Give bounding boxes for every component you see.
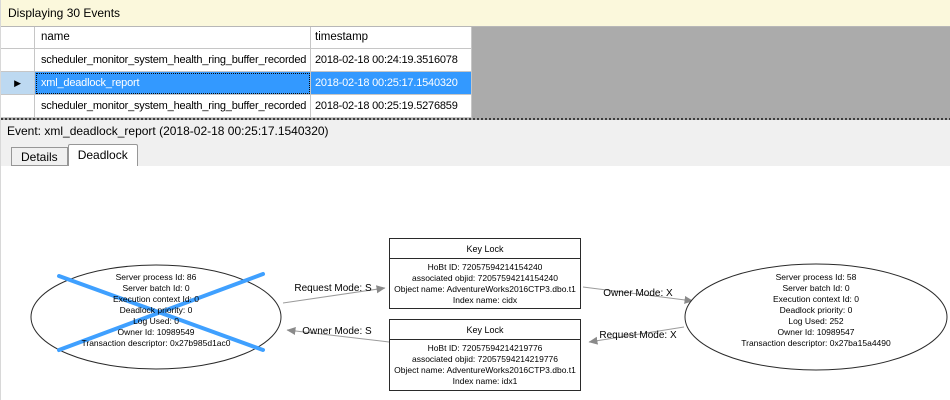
- row-selector-header-cell: [1, 27, 35, 49]
- node-text-line: Index name: cidx: [453, 295, 518, 305]
- lock-title: Key Lock: [466, 244, 504, 254]
- current-row-marker-icon: ▶: [14, 78, 21, 88]
- tab-strip: Details Deadlock: [1, 143, 950, 166]
- node-text-line: Index name: idx1: [453, 376, 518, 386]
- edge-label-owner-x: Owner Mode: X: [603, 288, 673, 299]
- events-grid: name timestamp scheduler_monitor_system_…: [1, 27, 472, 118]
- tab-deadlock[interactable]: Deadlock: [67, 144, 138, 166]
- node-text-line: Log Used: 252: [788, 316, 844, 326]
- node-text-line: Object name: AdventureWorks2016CTP3.dbo.…: [394, 284, 576, 294]
- deadlock-graph: Request Mode: S Owner Mode: S Owner Mode…: [30, 238, 948, 391]
- process-node-survivor[interactable]: Server process Id: 58 Server batch Id: 0…: [684, 263, 948, 371]
- victim-cross-line-2: [57, 272, 265, 352]
- table-row[interactable]: scheduler_monitor_system_health_ring_buf…: [1, 49, 472, 72]
- edge-line: [582, 286, 694, 304]
- node-text-line: Server process Id: 86: [116, 272, 197, 282]
- lock-box[interactable]: [389, 319, 581, 391]
- event-name-cell[interactable]: scheduler_monitor_system_health_ring_buf…: [35, 95, 311, 118]
- event-timestamp-cell[interactable]: 2018-02-18 00:25:19.5276859: [311, 95, 472, 118]
- edge-request-x: Request Mode: X: [588, 326, 685, 345]
- event-timestamp-cell[interactable]: 2018-02-18 00:24:19.3516078: [311, 49, 472, 72]
- node-text-line: associated objid: 72057594214219776: [412, 354, 558, 364]
- edge-label-owner-s: Owner Mode: S: [302, 326, 372, 337]
- lock-node-top[interactable]: Key Lock HoBt ID: 72057594214154240 asso…: [389, 238, 581, 309]
- table-row[interactable]: scheduler_monitor_system_health_ring_buf…: [1, 95, 472, 118]
- lock-node-bottom[interactable]: Key Lock HoBt ID: 72057594214219776 asso…: [389, 319, 581, 391]
- node-text-line: Deadlock priority: 0: [780, 305, 853, 315]
- node-text-line: Object name: AdventureWorks2016CTP3.dbo.…: [394, 365, 576, 375]
- row-selector-cell[interactable]: ▶: [1, 72, 35, 95]
- events-grid-area: name timestamp scheduler_monitor_system_…: [1, 27, 950, 120]
- node-text-line: Log Used: 0: [133, 316, 179, 326]
- tab-details[interactable]: Details: [11, 147, 68, 166]
- events-count-bar: Displaying 30 Events: [1, 0, 950, 27]
- lock-title: Key Lock: [466, 325, 504, 335]
- node-text-line: Execution context Id: 0: [773, 294, 859, 304]
- edge-owner-s: Owner Mode: S: [286, 326, 390, 343]
- node-text-line: Server batch Id: 0: [782, 283, 849, 293]
- node-text-line: HoBt ID: 72057594214154240: [428, 262, 543, 272]
- process-ellipse[interactable]: [684, 263, 948, 371]
- edge-label-request-s: Request Mode: S: [294, 283, 372, 294]
- edge-line: [286, 327, 390, 343]
- node-text-line: Execution context Id: 0: [113, 294, 199, 304]
- event-name-cell[interactable]: xml_deadlock_report: [35, 72, 311, 95]
- event-timestamp-cell[interactable]: 2018-02-18 00:25:17.1540320: [311, 72, 472, 95]
- deadlock-graph-canvas: Request Mode: S Owner Mode: S Owner Mode…: [1, 166, 950, 400]
- grid-header-row: name timestamp: [1, 27, 472, 49]
- events-count-label: Displaying 30 Events: [8, 6, 121, 20]
- row-selector-cell[interactable]: [1, 95, 35, 118]
- column-header-name[interactable]: name: [35, 27, 311, 49]
- lock-box[interactable]: [389, 238, 581, 309]
- row-selector-cell[interactable]: [1, 49, 35, 72]
- column-header-timestamp[interactable]: timestamp: [311, 27, 472, 49]
- edge-line: [588, 326, 685, 345]
- node-text-line: Owner Id: 10989547: [777, 327, 854, 337]
- node-text-line: Server batch Id: 0: [122, 283, 189, 293]
- node-text-line: Server process Id: 58: [776, 272, 857, 282]
- event-title-label: Event: xml_deadlock_report (2018-02-18 0…: [7, 124, 329, 138]
- node-text-line: Owner Id: 10989549: [117, 327, 194, 337]
- node-text-line: Transaction descriptor: 0x27ba15a4490: [741, 338, 891, 348]
- event-title-bar: Event: xml_deadlock_report (2018-02-18 0…: [1, 120, 950, 143]
- edge-line: [282, 285, 386, 304]
- process-node-victim[interactable]: Server process Id: 86 Server batch Id: 0…: [30, 264, 282, 370]
- node-text-line: associated objid: 72057594214154240: [412, 273, 558, 283]
- edge-request-s: Request Mode: S: [282, 283, 386, 304]
- table-row-selected[interactable]: ▶ xml_deadlock_report 2018-02-18 00:25:1…: [1, 72, 472, 95]
- edge-owner-x: Owner Mode: X: [582, 286, 694, 304]
- node-text-line: HoBt ID: 72057594214219776: [428, 343, 543, 353]
- node-text-line: Transaction descriptor: 0x27b985d1ac0: [82, 338, 231, 348]
- edge-label-request-x: Request Mode: X: [599, 330, 677, 341]
- node-text-line: Deadlock priority: 0: [120, 305, 193, 315]
- event-name-cell[interactable]: scheduler_monitor_system_health_ring_buf…: [35, 49, 311, 72]
